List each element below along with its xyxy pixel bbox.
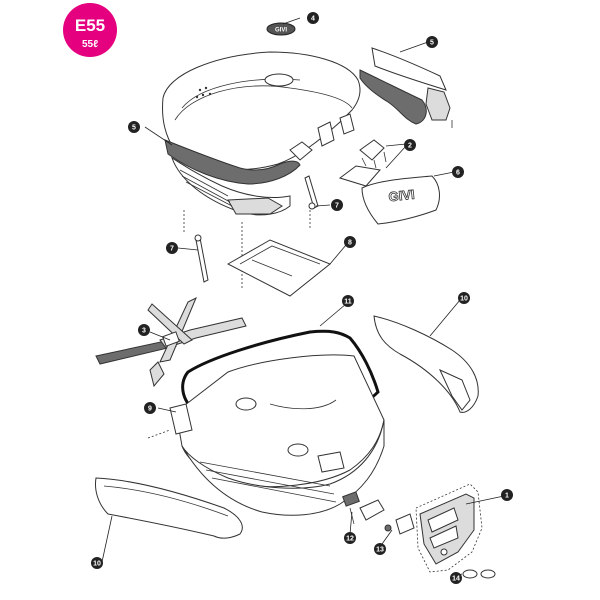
part-5-reflector-pad-front: [164, 139, 301, 185]
svg-text:10: 10: [460, 296, 468, 303]
callout-12: 12: [344, 532, 356, 544]
callout-7-lower: 7: [166, 242, 178, 254]
badge-capacity: 55ℓ: [82, 39, 98, 50]
leader-lines: [101, 17, 505, 577]
svg-text:7: 7: [170, 246, 174, 253]
part-7-check-strap-upper: [304, 175, 319, 210]
lid-assembly: [162, 51, 361, 216]
callout-11: 11: [342, 295, 354, 307]
callout-9: 9: [144, 402, 156, 414]
part-10-side-cover-left: [95, 477, 243, 539]
part-10-side-cover-right: [373, 315, 479, 413]
part-5-reflector-strip-rear: [359, 47, 453, 128]
svg-text:6: 6: [456, 170, 460, 177]
svg-text:14: 14: [452, 576, 460, 583]
callout-2: 2: [404, 139, 416, 151]
svg-text:7: 7: [335, 203, 339, 210]
part-3-carry-strap: [95, 296, 247, 388]
svg-text:10: 10: [93, 561, 101, 568]
svg-text:12: 12: [346, 536, 354, 543]
callout-4: 4: [307, 12, 319, 24]
svg-text:8: 8: [348, 240, 352, 247]
logo-plate-text: GIVI: [275, 28, 287, 34]
model-badge: E55 55ℓ: [63, 3, 117, 57]
callout-14: 14: [450, 572, 462, 584]
svg-text:2: 2: [408, 143, 412, 150]
rear-panel-logo: GIVI: [388, 187, 415, 205]
callout-3: 3: [138, 324, 150, 336]
svg-text:1: 1: [505, 493, 509, 500]
callout-8: 8: [344, 236, 356, 248]
badge-circle: [63, 3, 117, 57]
svg-text:13: 13: [376, 547, 384, 554]
part-12-lock-cylinder: [342, 491, 385, 525]
callout-13: 13: [374, 543, 386, 555]
svg-text:5: 5: [132, 125, 136, 132]
svg-text:4: 4: [311, 16, 315, 23]
part-2-screws: [338, 139, 387, 187]
callout-markers: 4 5 5 2 6 7 7 8 3 11 10 9 1 12 13 10 14: [91, 12, 513, 584]
part-7-check-strap-lower: [194, 234, 209, 283]
callout-10-left: 10: [91, 557, 103, 569]
part-8-inner-tray: [226, 239, 331, 297]
badge-model: E55: [75, 16, 105, 35]
callout-7-upper: 7: [331, 199, 343, 211]
callout-10-right: 10: [458, 292, 470, 304]
part-9-base: [147, 354, 385, 516]
callout-5-upper-right: 5: [426, 36, 438, 48]
lid-logo-recess: [264, 73, 294, 87]
part-1-lock-assembly: [415, 483, 483, 573]
lid-latch: [289, 141, 313, 161]
svg-text:11: 11: [344, 299, 352, 306]
svg-text:3: 3: [142, 328, 146, 335]
part-13-lock-clip: [384, 513, 415, 535]
svg-text:5: 5: [430, 40, 434, 47]
lid-hinge-right: [339, 113, 355, 135]
part-4-logo-plate: GIVI: [266, 22, 296, 36]
part-14-keys: [462, 569, 496, 579]
svg-text:9: 9: [148, 406, 152, 413]
callout-5-left: 5: [128, 121, 140, 133]
lid-reflector-grille: [227, 197, 283, 215]
callout-6: 6: [452, 166, 464, 178]
part-6-rear-logo-panel: GIVI: [361, 175, 440, 225]
lid-hinge-left: [317, 121, 335, 147]
callout-1: 1: [501, 489, 513, 501]
